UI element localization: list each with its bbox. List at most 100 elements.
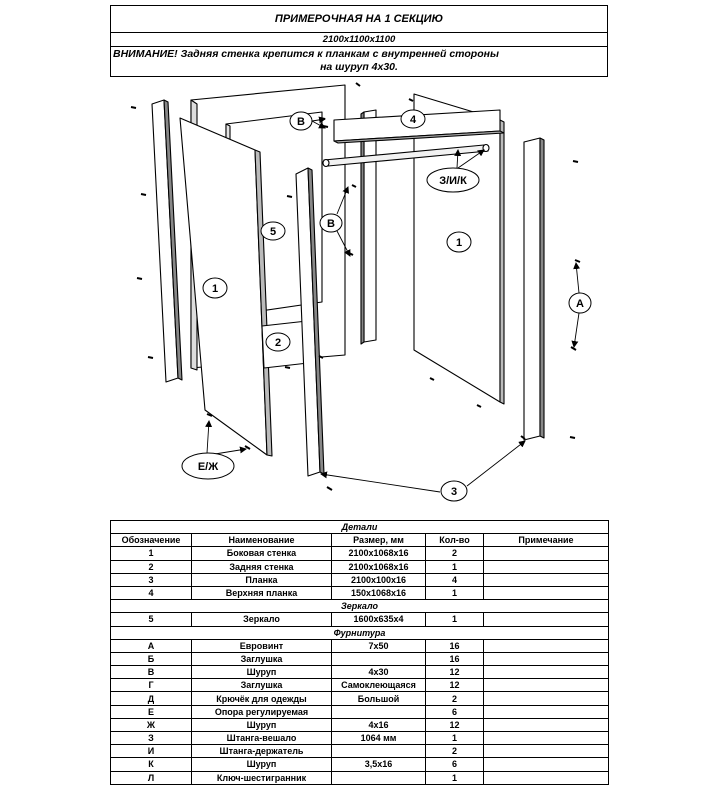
table-cell: Верхняя планка <box>191 585 332 601</box>
table-cell <box>482 651 610 667</box>
table-cell: 1 <box>425 612 484 627</box>
table-header-row: Обозначение Наименование Размер, мм Кол-… <box>110 533 610 548</box>
table-cell <box>482 572 610 587</box>
strip-panel-front <box>295 167 325 477</box>
table-cell: Л <box>110 770 192 785</box>
table-cell: 16 <box>425 638 484 653</box>
document-title: ПРИМЕРОЧНАЯ НА 1 СЕКЦИЮ <box>111 6 607 33</box>
table-cell: 4х16 <box>331 717 426 733</box>
warning-note: ВНИМАНИЕ! Задняя стенка крепится к планк… <box>111 47 607 76</box>
table-cell: 1 <box>110 546 192 561</box>
table-cell <box>482 744 610 759</box>
svg-text:А: А <box>576 298 584 310</box>
svg-text:5: 5 <box>270 226 276 238</box>
table-cell: Зеркало <box>191 612 332 627</box>
table-cell: 6 <box>425 704 484 719</box>
svg-text:4: 4 <box>410 114 417 126</box>
table-cell: Е <box>110 704 192 719</box>
strip-panel-left <box>151 99 183 383</box>
callout-4: 4 <box>400 109 426 129</box>
section-mirror: Зеркало <box>109 599 610 614</box>
svg-text:2: 2 <box>275 337 281 349</box>
table-cell: 1 <box>425 730 484 746</box>
table-cell: Заглушка <box>191 678 332 693</box>
table-cell: З <box>110 730 192 746</box>
table-cell: 150х1068х16 <box>331 585 426 601</box>
table-cell <box>482 546 610 561</box>
table-cell: И <box>110 744 192 759</box>
table-cell: 2 <box>110 559 192 574</box>
table-cell: 2100х1068х16 <box>331 559 426 574</box>
table-cell: Штанга-вешало <box>191 730 332 746</box>
table-cell: 1064 мм <box>331 730 426 746</box>
callout-3: 3 <box>440 480 468 502</box>
column-header: Обозначение <box>110 533 192 548</box>
callout-B-mid: В <box>319 213 343 233</box>
svg-text:1: 1 <box>456 237 462 249</box>
table-cell: Евровинт <box>191 638 332 653</box>
callout-5: 5 <box>260 221 286 241</box>
section-details: Детали <box>109 519 610 535</box>
table-cell: В <box>110 665 192 680</box>
assembly-drawing: В 4 З/И/К В 5 1 1 А <box>130 82 592 502</box>
table-cell: 12 <box>425 717 484 733</box>
table-cell: К <box>110 757 192 772</box>
table-cell <box>482 704 610 719</box>
table-cell: 1 <box>425 559 484 574</box>
table-cell: Д <box>110 691 192 706</box>
table-cell: Крючёк для одежды <box>191 691 332 706</box>
callout-2: 2 <box>265 332 291 352</box>
strip-panel-right <box>523 137 545 441</box>
section-title: Зеркало <box>109 599 610 614</box>
table-cell <box>482 559 610 574</box>
table-cell: 6 <box>425 757 484 772</box>
table-cell <box>331 704 426 719</box>
table-cell <box>331 744 426 759</box>
callout-EZH: Е/Ж <box>181 452 235 480</box>
table-cell <box>482 717 610 733</box>
table-cell <box>482 678 610 693</box>
table-cell: Задняя стенка <box>191 559 332 574</box>
table-cell: 1 <box>425 770 484 785</box>
table-cell: 3,5х16 <box>331 757 426 772</box>
table-cell <box>331 770 426 785</box>
table-cell: Г <box>110 678 192 693</box>
callout-ZIK: З/И/К <box>426 167 480 193</box>
table-cell: 2 <box>425 546 484 561</box>
table-cell: 1 <box>425 585 484 601</box>
overall-dimensions: 2100х1100х1100 <box>111 33 607 47</box>
table-cell: 12 <box>425 665 484 680</box>
section-title: Детали <box>109 519 610 535</box>
callout-B-top: В <box>289 111 313 131</box>
table-cell: 16 <box>425 651 484 667</box>
table-cell: 4х30 <box>331 665 426 680</box>
table-cell <box>331 651 426 667</box>
table-cell: Шуруп <box>191 717 332 733</box>
table-cell <box>482 770 610 785</box>
column-header: Примечание <box>482 533 610 548</box>
callout-1-right: 1 <box>446 231 472 253</box>
strip-panel-back <box>360 109 377 345</box>
table-cell: 4 <box>425 572 484 587</box>
table-cell: 12 <box>425 678 484 693</box>
table-cell: Опора регулируемая <box>191 704 332 719</box>
table-cell: Шуруп <box>191 757 332 772</box>
table-cell: Ж <box>110 717 192 733</box>
table-cell: 4 <box>110 585 192 601</box>
svg-text:В: В <box>297 116 305 128</box>
table-cell: 7х50 <box>331 638 426 653</box>
